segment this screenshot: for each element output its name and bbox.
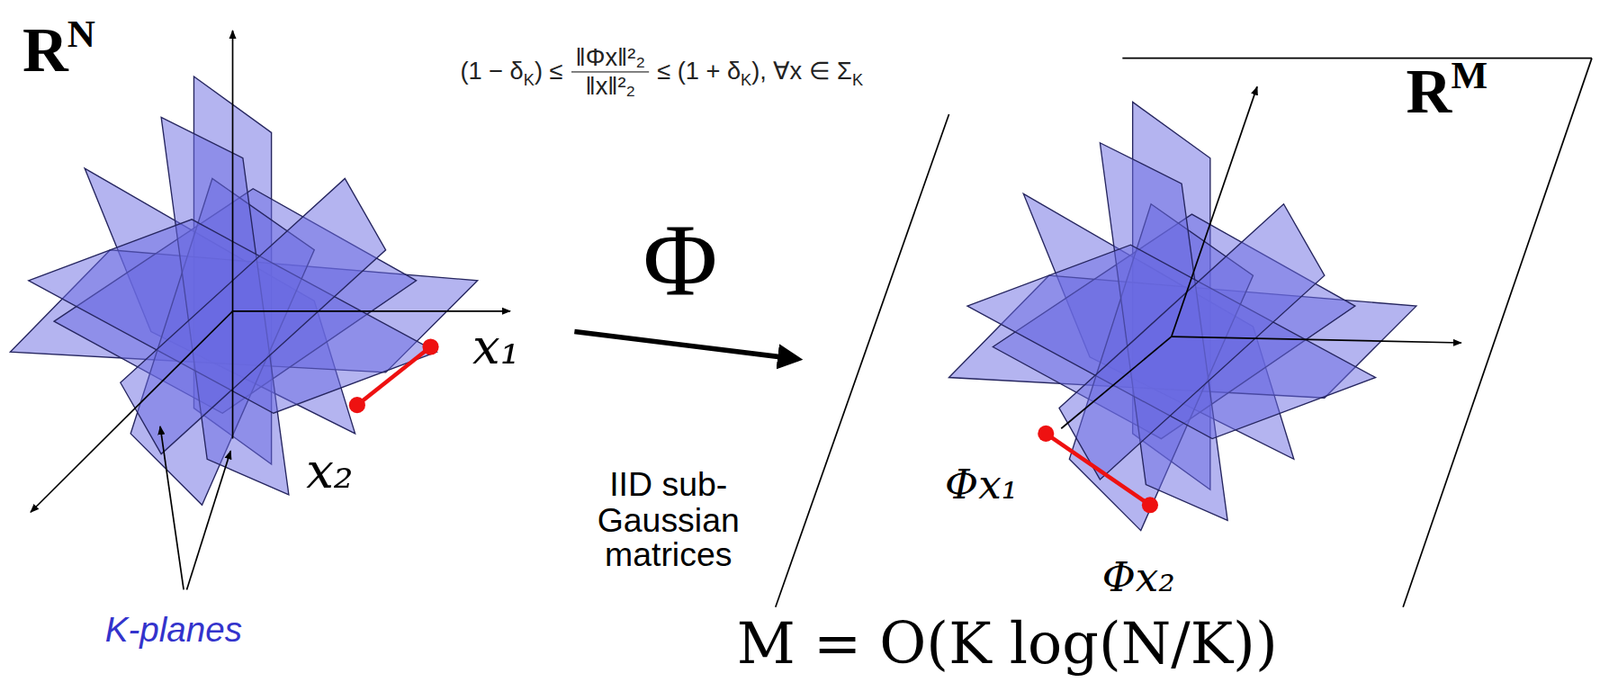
k-planes-left bbox=[9, 76, 477, 505]
matrix-note: IID sub-Gaussian matrices bbox=[550, 467, 786, 574]
formula-subscript: K bbox=[523, 71, 535, 89]
operator-symbol: Φ bbox=[642, 208, 718, 311]
segment-right bbox=[1037, 425, 1159, 514]
formula-subscript: K bbox=[740, 71, 752, 89]
space-name: R bbox=[22, 17, 69, 81]
formula-term: ≤ (1 + δ bbox=[656, 57, 741, 86]
k-plane bbox=[120, 178, 387, 454]
point-label: x₂ bbox=[305, 446, 354, 495]
point-label: Φx₂ bbox=[1102, 556, 1176, 597]
point-label: x₁ bbox=[472, 321, 521, 370]
formula-right: ≤ (1 + δK), ∀x ∈ ΣK bbox=[656, 57, 863, 96]
mapping-arrow bbox=[574, 332, 798, 360]
k-planes-label: K-planes bbox=[105, 611, 243, 648]
formula-fraction: ‖Φx‖²₂‖x‖²₂ bbox=[571, 43, 650, 102]
formula-term: ) ≤ bbox=[534, 57, 564, 86]
formula-term: ‖x‖²₂ bbox=[571, 72, 650, 102]
k-planes-right bbox=[949, 101, 1417, 531]
k-plane bbox=[1059, 204, 1325, 480]
formula-left: (1 − δK) ≤ bbox=[459, 57, 563, 96]
space-name: R bbox=[1406, 59, 1453, 123]
target-space-outline bbox=[775, 58, 1592, 608]
segment-left bbox=[349, 338, 440, 414]
formula-term: (1 − δ bbox=[459, 57, 523, 86]
k-planes-leaders bbox=[160, 426, 231, 590]
axes-right bbox=[1060, 86, 1462, 429]
axes-left bbox=[30, 30, 511, 513]
measurement-bound: M = O(K log(N/K)) bbox=[737, 615, 1278, 674]
formula-term: ), ∀x ∈ Σ bbox=[751, 57, 853, 86]
formula-subscript: K bbox=[852, 71, 863, 89]
formula-term: ‖Φx‖²₂ bbox=[571, 43, 650, 73]
space-dimension: N bbox=[67, 14, 96, 54]
space-dimension: M bbox=[1450, 54, 1488, 94]
point-label: Φx₁ bbox=[944, 464, 1018, 505]
